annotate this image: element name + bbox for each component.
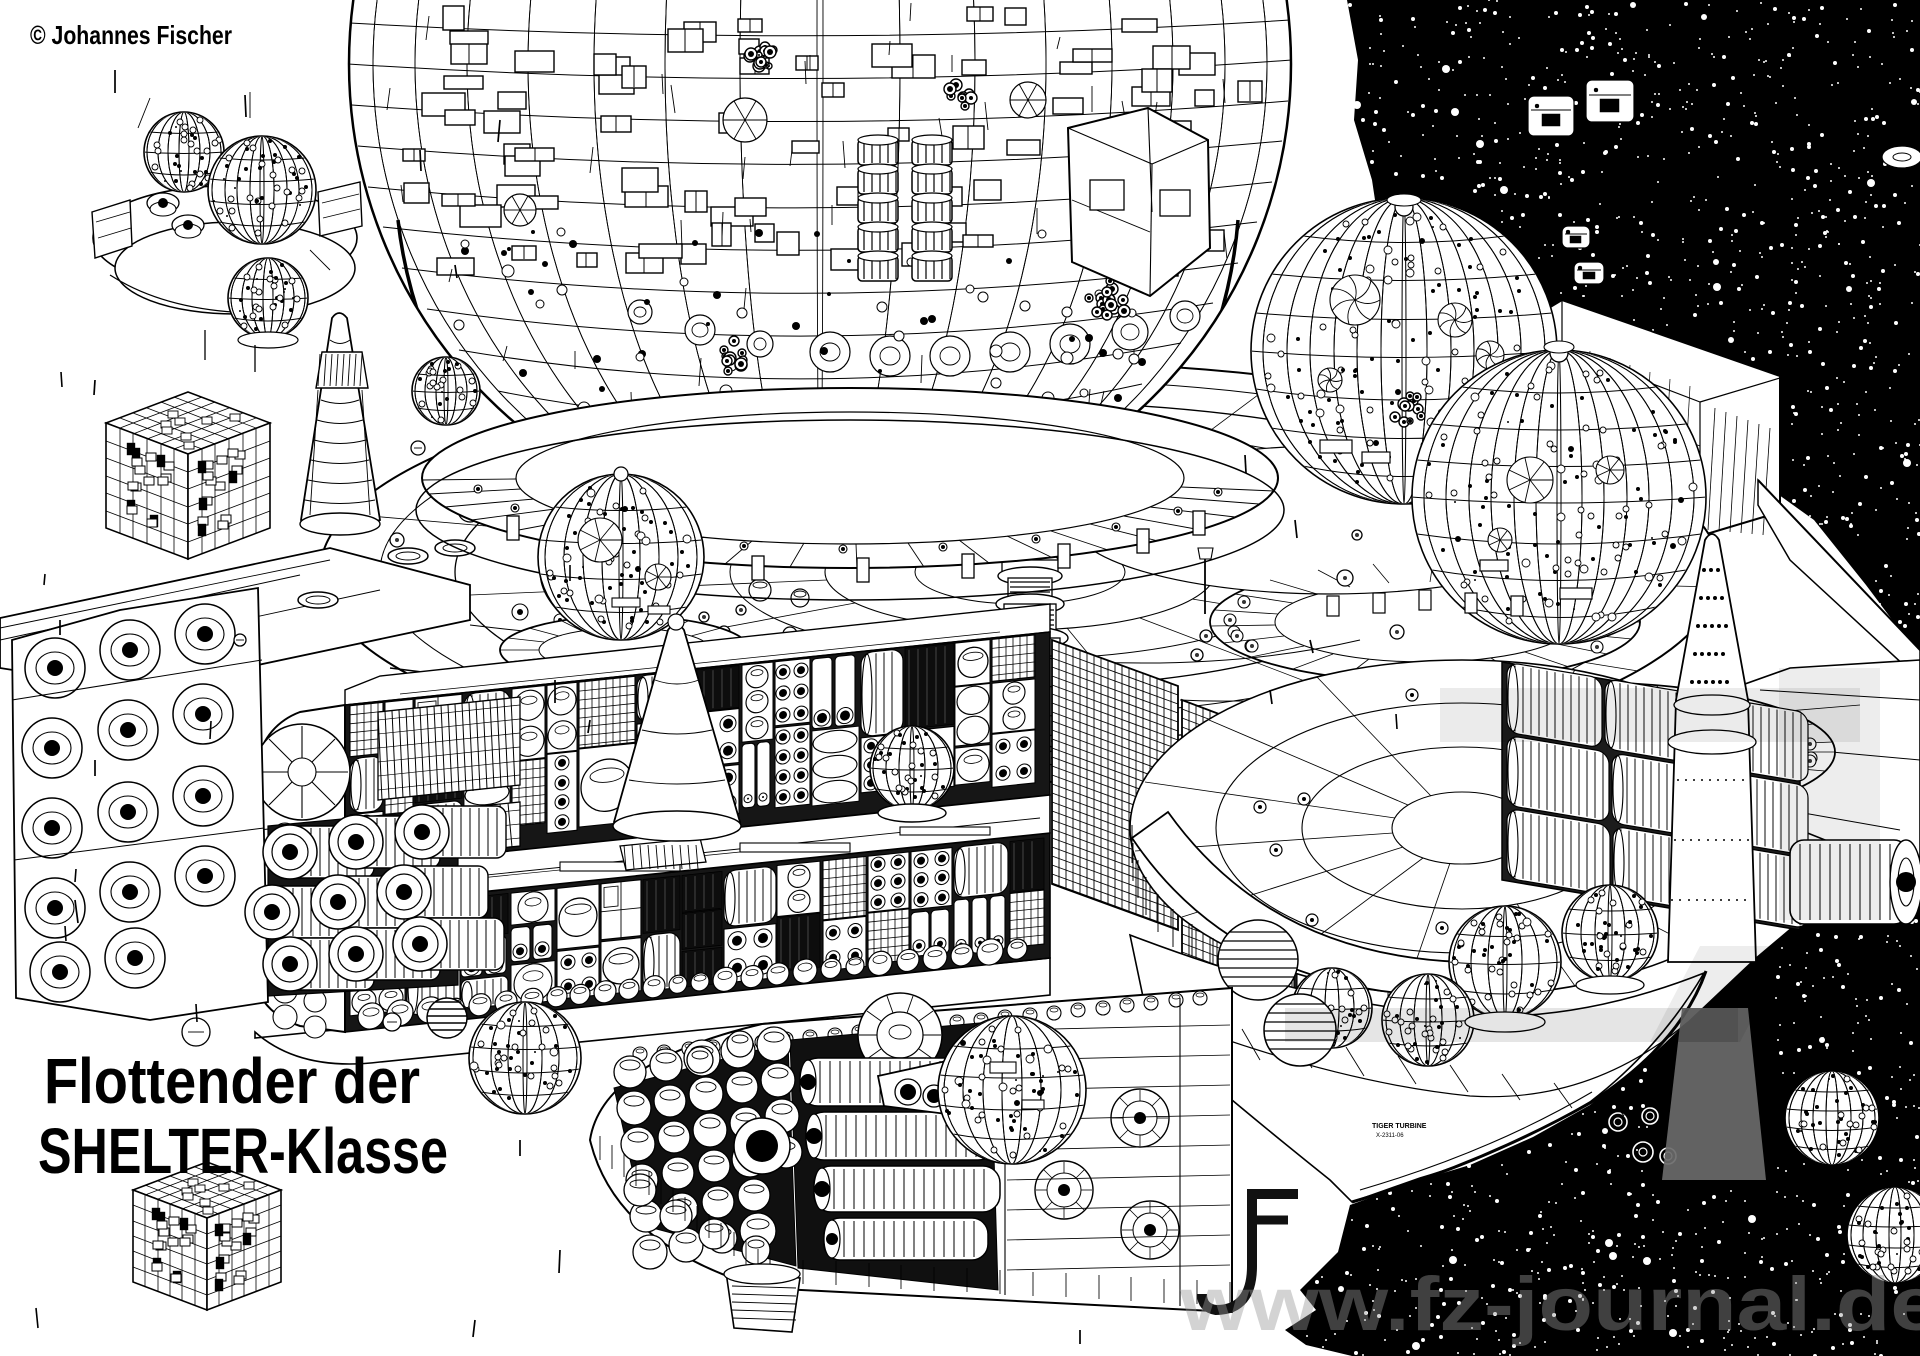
svg-text:X-2311-06: X-2311-06 [1376,1133,1404,1139]
svg-text:TIGER TURBINE: TIGER TURBINE [1372,1123,1427,1130]
svg-text:www.fz-journal.de: www.fz-journal.de [1179,1262,1920,1347]
svg-text:SHELTER-Klasse: SHELTER-Klasse [38,1115,448,1187]
svg-text:Flottender der: Flottender der [44,1045,420,1117]
svg-text:© Johannes Fischer: © Johannes Fischer [30,20,232,50]
